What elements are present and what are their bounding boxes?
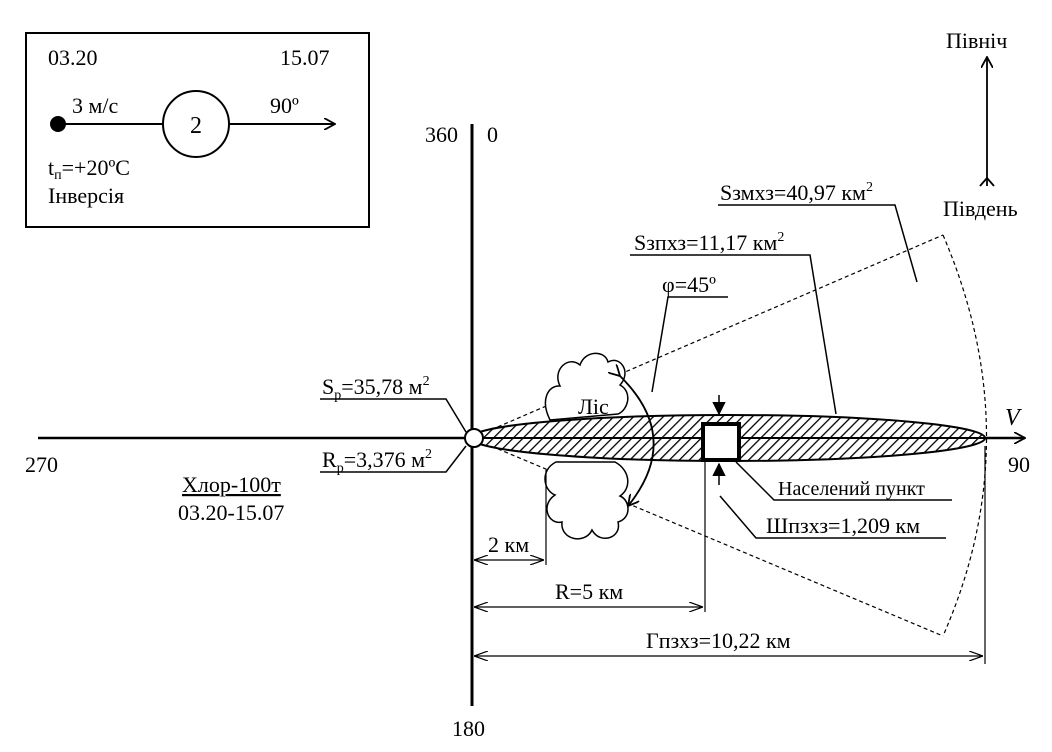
forest-distance-label: 2 км [488, 532, 529, 557]
possible-area-value: Sзмхз=40,97 км [720, 180, 866, 205]
angle-arc [620, 376, 655, 506]
width-label: Шпзхз=1,209 км [766, 513, 920, 538]
forest-lower-cloud [544, 461, 629, 540]
leader-source-radius [320, 445, 467, 473]
temperature-label: tп=+20ºC [48, 155, 130, 183]
leader-actual-area [630, 254, 837, 415]
possible-area-sup: 2 [866, 180, 873, 195]
leader-width [719, 495, 946, 539]
compass-south-label: Південь [943, 196, 1018, 221]
release-time-label: 03.20-15.07 [178, 500, 284, 525]
temperature-prefix: t [48, 155, 54, 180]
source-area-value: =35,78 м [341, 374, 422, 399]
possible-area-label: Sзмхз=40,97 км2 [720, 180, 873, 205]
actual-area-value: Sзпхз=11,17 км [634, 230, 777, 255]
stability-name-label: Інверсія [48, 183, 124, 208]
axis-label-0: 0 [487, 122, 498, 147]
axis-label-180: 180 [452, 716, 485, 741]
forest-label: Ліс [578, 394, 609, 419]
source-area-sup: 2 [423, 374, 430, 389]
annotations [320, 204, 952, 539]
settlement-label: Населений пункт [778, 478, 925, 500]
substance-label: Хлор-100т [182, 472, 281, 497]
actual-area-sup: 2 [777, 230, 784, 245]
axis-label-360: 360 [425, 122, 458, 147]
temperature-value: =+20ºC [62, 155, 130, 180]
angle-label: φ=45º [662, 272, 716, 297]
source-area-sub: р [334, 388, 341, 403]
leader-possible-area [718, 204, 918, 283]
stability-class-number: 2 [190, 113, 202, 139]
legend-time-left: 03.20 [48, 45, 98, 70]
actual-area-label: Sзпхз=11,17 км2 [634, 230, 784, 255]
settlement-square [701, 422, 741, 462]
wind-speed-label: 3 м/с [72, 93, 119, 118]
legend-time-right: 15.07 [280, 45, 330, 70]
leader-settlement [735, 461, 952, 501]
settlement-distance-label: R=5 км [555, 579, 623, 604]
leader-source-area [320, 398, 467, 433]
legend-box: 03.20 15.07 2 3 м/с 90º tп=+20ºC Інверсі… [25, 32, 370, 228]
source-point [464, 428, 484, 448]
compass-north-label: Північ [946, 28, 1007, 53]
compass-south-tick [979, 176, 995, 187]
temperature-sub: п [54, 168, 62, 183]
legend-border [25, 32, 370, 228]
settlement [701, 395, 741, 485]
leader-angle [651, 296, 728, 393]
source-area-label: Sр=35,78 м2 [322, 374, 430, 403]
depth-label: Гпзхз=10,22 км [646, 628, 791, 653]
source-radius-label: Rр=3,376 м2 [322, 447, 432, 476]
sector-upper-edge [471, 234, 944, 439]
wind-vector-symbol: V [1005, 405, 1022, 431]
source-radius-sup: 2 [425, 447, 432, 462]
sector-arc [942, 234, 988, 637]
source-radius-prefix: R [322, 447, 337, 472]
wind-direction-label: 90º [270, 93, 299, 118]
source-radius-sub: р [337, 461, 344, 476]
source-area-prefix: S [322, 374, 334, 399]
source-radius-value: =3,376 м [344, 447, 425, 472]
axis-label-90: 90 [1008, 452, 1030, 477]
forest [544, 352, 629, 540]
compass: Північ Південь [943, 28, 1018, 221]
axis-label-270: 270 [25, 452, 58, 477]
dimensions [474, 446, 986, 664]
